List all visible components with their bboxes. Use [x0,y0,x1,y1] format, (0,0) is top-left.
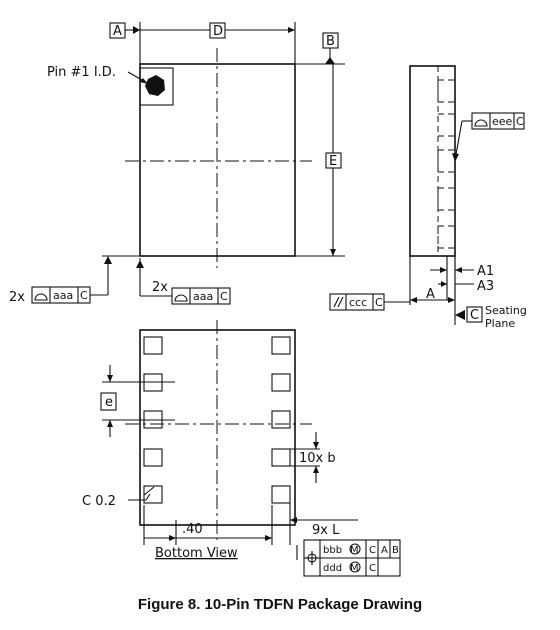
bottom-view-label: Bottom View [155,546,238,561]
dim-d-box [209,22,226,39]
svg-text:ccc: ccc [349,296,367,309]
dim-a3: A3 [477,279,494,294]
svg-text:aaa: aaa [193,290,213,303]
bottom-pad-r5 [271,485,291,504]
svg-text:A: A [381,545,388,556]
bottom-pad-r1 [271,336,291,355]
bottom-pad-r2 [271,373,291,392]
svg-text:A: A [113,24,122,39]
pin1-dot [145,75,165,96]
ddd-label: ddd [323,563,342,574]
svg-text:aaa: aaa [53,289,73,302]
bottom-pad-l1 [143,336,163,355]
svg-text:C: C [80,289,88,302]
svg-text:M: M [350,563,359,574]
svg-text:E: E [329,154,337,169]
svg-text:C: C [516,115,524,128]
svg-text:C: C [220,290,228,303]
pin1-label: Pin #1 I.D. [47,65,116,80]
side-pad-2 [437,113,456,137]
side-view-body [409,65,456,257]
svg-text:e: e [105,395,113,410]
dim-b: 10x b [299,451,336,466]
datum-c-box [466,306,483,323]
svg-text:B: B [392,545,399,556]
dim-pitch-40: .40 [182,522,203,537]
side-pad-4 [437,187,456,211]
bbb-label: bbb [323,545,342,556]
dim-l: 9x L [312,523,340,538]
dim-e-pitch-box [100,392,117,411]
svg-text:M: M [350,545,359,556]
mult-2x-mid: 2x [152,280,168,295]
dim-a1: A1 [477,264,494,279]
bottom-pad-l5 [143,485,163,504]
side-view: eee C A1 A3 A ccc C C [329,65,527,330]
side-pad-5 [437,225,456,249]
svg-text:eee: eee [492,115,513,128]
dim-e-box [325,152,342,169]
dim-a: A [426,287,435,302]
bottom-pad-r4 [271,448,291,467]
svg-text:C: C [470,308,479,323]
seating-plane-label-1: Seating [485,304,527,317]
svg-text:B: B [326,34,335,49]
pin1-marker-box [139,67,174,106]
svg-text:C: C [375,296,383,309]
svg-text:C: C [369,545,376,556]
mult-2x-left: 2x [9,290,25,305]
bottom-pad-l5-chamfer [143,486,155,496]
top-view: Pin #1 I.D. A D B E 2x aaa C [9,22,345,305]
bottom-pad-r3 [271,410,291,429]
bottom-view: e 10x b C 0.2 .40 Bottom View 9x L [82,320,401,577]
seating-plane-label-2: Plane [485,317,515,330]
side-pad-1 [437,79,456,103]
svg-text:D: D [213,24,223,39]
chamfer-label: C 0.2 [82,494,116,509]
svg-text:C: C [369,563,376,574]
figure-caption: Figure 8. 10-Pin TDFN Package Drawing [138,596,422,613]
bottom-pad-l4 [143,448,163,467]
